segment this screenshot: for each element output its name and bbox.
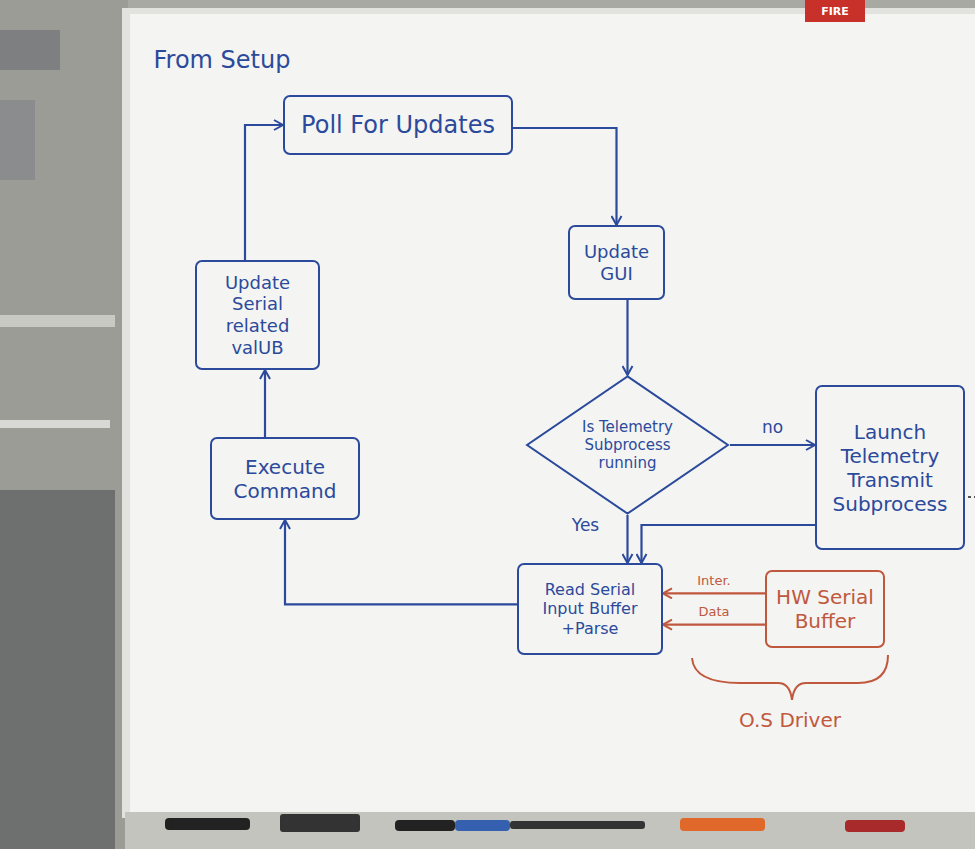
start-note: From Setup — [154, 46, 291, 74]
marker — [455, 820, 510, 831]
process-box: Execute Command — [210, 437, 360, 520]
flow-arrow — [663, 623, 765, 625]
eraser — [280, 814, 360, 832]
decision-diamond: Is Telemetry Subprocess running — [525, 375, 730, 515]
board-surface — [130, 14, 975, 812]
flow-arrow — [642, 525, 816, 563]
node-text: HW Serial Buffer — [775, 585, 875, 633]
flow-arrow — [513, 128, 617, 225]
node-text: Execute Command — [220, 455, 350, 503]
node-text: Launch Telemetry Transmit Subprocess — [825, 420, 955, 516]
process-box: Launch Telemetry Transmit Subprocess — [815, 385, 965, 550]
edge-label: Inter. — [695, 573, 732, 588]
marker — [395, 820, 455, 831]
node-text: Read Serial Input Buffer +Parse — [527, 580, 653, 638]
hardware-box: HW Serial Buffer — [765, 570, 885, 648]
marker — [845, 820, 905, 832]
cabinet — [0, 490, 115, 849]
wall-fixture — [0, 100, 35, 180]
flow-arrow — [626, 515, 628, 563]
edge-label: no — [760, 417, 785, 437]
marker-tray — [125, 812, 975, 849]
board-frame — [122, 8, 975, 818]
fire-sign-text: FIRE — [821, 5, 849, 18]
flow-arrow — [663, 592, 765, 594]
node-text: Is Telemetry Subprocess running — [570, 418, 685, 472]
driver-label: O.S Driver — [739, 708, 841, 732]
flow-arrow — [285, 520, 517, 604]
pen — [510, 821, 645, 829]
process-box: Read Serial Input Buffer +Parse — [517, 563, 663, 655]
node-text: Update Serial related valUB — [205, 272, 310, 358]
wall-fixture — [0, 30, 60, 70]
shelf — [0, 315, 115, 327]
shelf — [0, 420, 110, 428]
edge-label: Yes — [570, 515, 601, 535]
flow-arrow — [245, 125, 283, 260]
flow-arrow — [264, 370, 266, 437]
dotted-line — [968, 496, 975, 498]
node-text: Update GUI — [578, 241, 655, 284]
flow-arrow — [730, 444, 815, 446]
node-text: Poll For Updates — [301, 111, 495, 140]
process-box: Poll For Updates — [283, 95, 513, 155]
marker — [680, 818, 765, 831]
fire-sign — [805, 0, 865, 22]
edge-label: Data — [696, 603, 731, 618]
wall-left — [0, 0, 128, 849]
marker — [165, 818, 250, 830]
driver-bracket — [692, 655, 888, 700]
process-box: Update Serial related valUB — [195, 260, 320, 370]
process-box: Update GUI — [568, 225, 665, 300]
flow-arrow — [626, 300, 628, 375]
